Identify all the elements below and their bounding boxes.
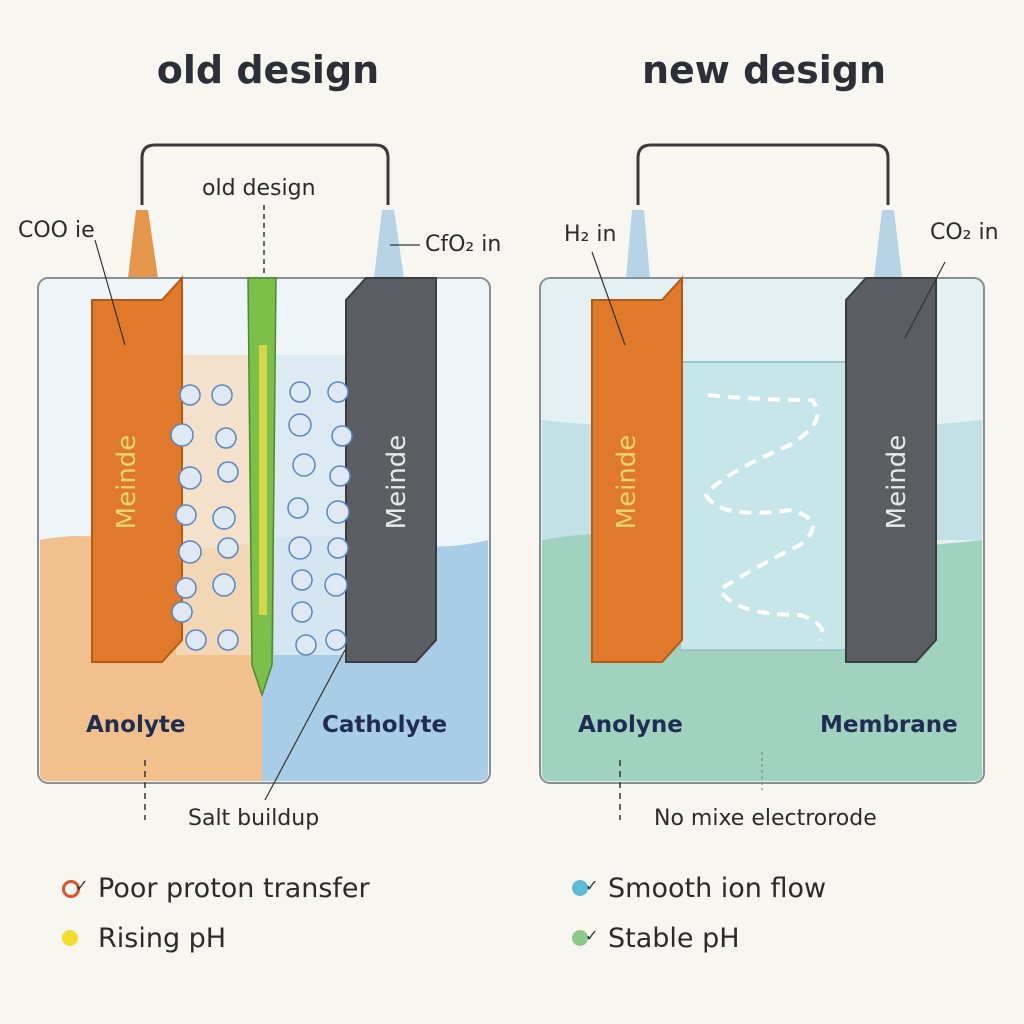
dot-check-icon: ✓ (572, 876, 598, 900)
legend-rising-ph: Rising pH (62, 923, 226, 954)
old-leader-salt (264, 649, 346, 801)
legend-label: Stable pH (608, 923, 740, 954)
old-design-cell (37, 143, 491, 820)
old-inlet-left-label: COO ie (18, 218, 95, 243)
legend-label: Rising pH (98, 923, 227, 954)
old-anolyte-label: Anolyte (86, 712, 186, 738)
old-salt-crystals-right (287, 381, 353, 656)
old-design-title: old design (156, 48, 380, 92)
dot-check-icon (62, 928, 84, 950)
old-anode-label: Meinde (112, 434, 142, 530)
new-cathode-label: Meinde (882, 434, 912, 530)
new-design-cell (539, 143, 985, 820)
old-center-label: old design (202, 176, 316, 201)
new-ion-flow-path (703, 393, 825, 642)
legend-poor-proton-transfer: ✓ Poor proton transfer (62, 873, 370, 904)
old-inlet-right-label: CfO₂ in (425, 232, 502, 257)
old-cathode-label: Meinde (382, 434, 412, 530)
old-salt-crystals-left (170, 384, 239, 651)
dot-check-icon: ✓ (572, 926, 598, 950)
new-inlet-right-tube (874, 210, 902, 278)
old-inlet-left-tube (128, 210, 158, 278)
legend-label: Poor proton transfer (98, 873, 370, 904)
new-leader-right (904, 261, 946, 339)
new-anode-label: Meinde (612, 434, 642, 530)
old-salt-label: Salt buildup (188, 806, 320, 831)
old-leader-left (94, 239, 126, 346)
old-catholyte-label: Catholyte (322, 712, 448, 738)
old-wire (140, 143, 390, 205)
old-inlet-right-tube (374, 210, 404, 278)
old-membrane-highlight (259, 345, 267, 615)
new-membrane-label: Membrane (820, 712, 958, 738)
ring-check-icon: ✓ (62, 876, 88, 900)
new-anolyne-label: Anolyne (578, 712, 683, 738)
old-anode-electrode (91, 275, 183, 663)
new-inlet-right-label: CO₂ in (930, 220, 999, 245)
new-inlet-left-tube (626, 210, 650, 278)
new-central-chamber (679, 361, 849, 651)
legend-stable-ph: ✓ Stable pH (572, 923, 740, 954)
legend-smooth-ion-flow: ✓ Smooth ion flow (572, 873, 826, 904)
new-bottom-label: No mixe electrorode (654, 806, 877, 831)
new-design-title: new design (641, 48, 887, 92)
new-inlet-left-label: H₂ in (564, 222, 617, 247)
new-leader-left (591, 251, 626, 346)
new-anode-electrode (591, 275, 683, 663)
new-wire (636, 143, 890, 205)
legend-label: Smooth ion flow (608, 873, 827, 904)
old-cathode-electrode (345, 277, 437, 663)
